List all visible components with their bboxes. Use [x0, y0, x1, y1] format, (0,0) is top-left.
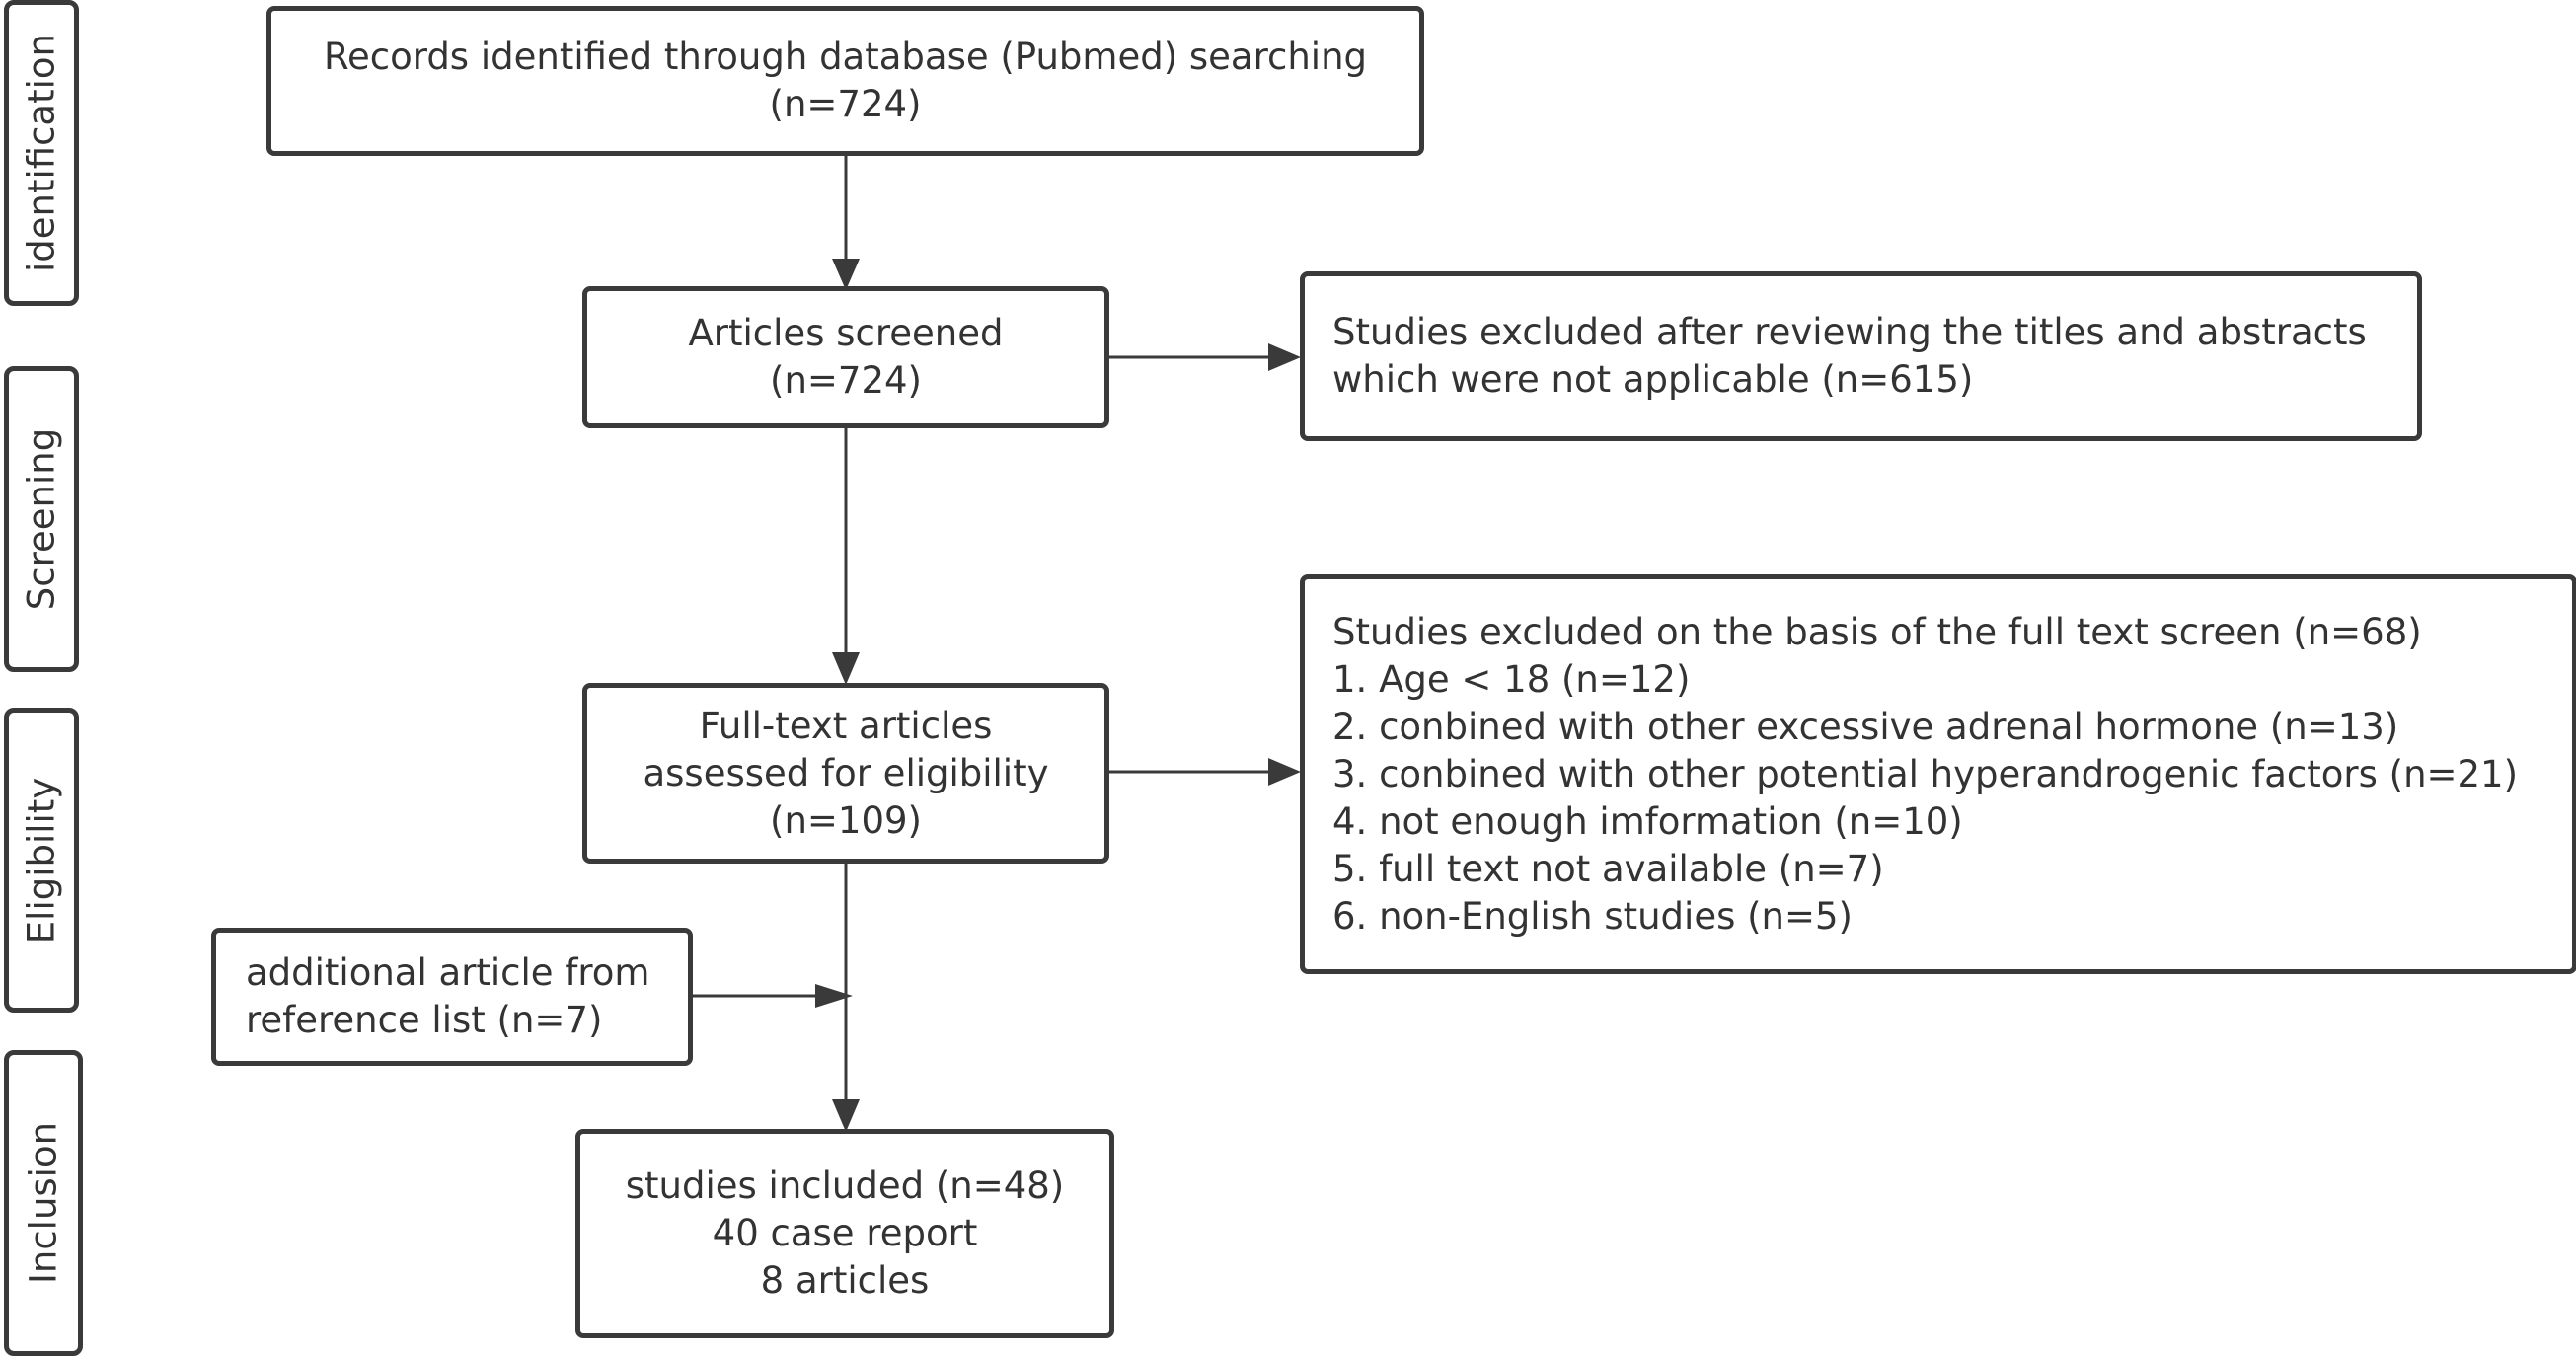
exclusion-reason-item: 2. conbined with other excessive adrenal… [1332, 705, 2399, 748]
studies-included-box: studies included (n=48) 40 case report 8… [575, 1129, 1114, 1338]
studies-included-total: studies included (n=48) [625, 1165, 1065, 1207]
arrowhead-fulltext-to-excluded [1268, 758, 1301, 786]
exclusion-reason-item: 6. non-English studies (n=5) [1332, 894, 1853, 938]
fulltext-assessed-count: (n=109) [770, 798, 922, 842]
articles-screened-count: (n=724) [770, 359, 922, 402]
excluded-titles-text: Studies excluded after reviewing the tit… [1332, 311, 2367, 353]
arrowhead-records-to-screened [832, 259, 860, 290]
additional-articles-text: additional article from [246, 951, 650, 994]
arrowhead-screened-to-excluded [1268, 343, 1301, 371]
fulltext-assessed-line2: assessed for eligibility [643, 751, 1049, 794]
exclusion-reason-item: 4. not enough imformation (n=10) [1332, 799, 1963, 843]
articles-screened-text: Articles screened [688, 312, 1004, 354]
excluded-titles-box: Studies excluded after reviewing the tit… [1300, 271, 2422, 441]
stage-screening-label: Screening [20, 427, 63, 611]
additional-articles-count: reference list (n=7) [246, 999, 603, 1041]
excluded-fulltext-box: Studies excluded on the basis of the ful… [1300, 574, 2576, 974]
fulltext-assessed-box: Full-text articles assessed for eligibil… [582, 683, 1109, 864]
exclusion-reason-item: 3. conbined with other potential hyperan… [1332, 752, 2519, 795]
arrowhead-fulltext-to-included [832, 1099, 860, 1132]
excluded-titles-count: which were not applicable (n=615) [1332, 358, 1974, 401]
records-identified-count: (n=724) [769, 83, 922, 125]
stage-identification-label: identification [20, 34, 63, 272]
stage-eligibility: Eligibility [4, 708, 79, 1013]
exclusion-reason-item: 5. full text not available (n=7) [1332, 847, 1884, 890]
arrowhead-additional-to-main [815, 984, 853, 1008]
articles-screened-box: Articles screened (n=724) [582, 286, 1109, 428]
records-identified-box: Records identified through database (Pub… [266, 6, 1424, 156]
stage-identification: identification [4, 0, 79, 306]
stage-screening: Screening [4, 366, 79, 672]
excluded-fulltext-header: Studies excluded on the basis of the ful… [1332, 610, 2422, 653]
arrowhead-screened-to-fulltext [832, 652, 860, 685]
studies-included-case-reports: 40 case report [712, 1212, 978, 1254]
records-identified-text: Records identified through database (Pub… [323, 36, 1368, 78]
fulltext-assessed-line1: Full-text articles [699, 704, 993, 747]
studies-included-articles: 8 articles [760, 1259, 930, 1302]
stage-inclusion-label: Inclusion [22, 1121, 65, 1285]
stage-eligibility-label: Eligibility [20, 777, 63, 943]
stage-inclusion: Inclusion [4, 1050, 83, 1356]
additional-articles-box: additional article from reference list (… [211, 928, 693, 1066]
exclusion-reason-item: 1. Age < 18 (n=12) [1332, 657, 1691, 701]
